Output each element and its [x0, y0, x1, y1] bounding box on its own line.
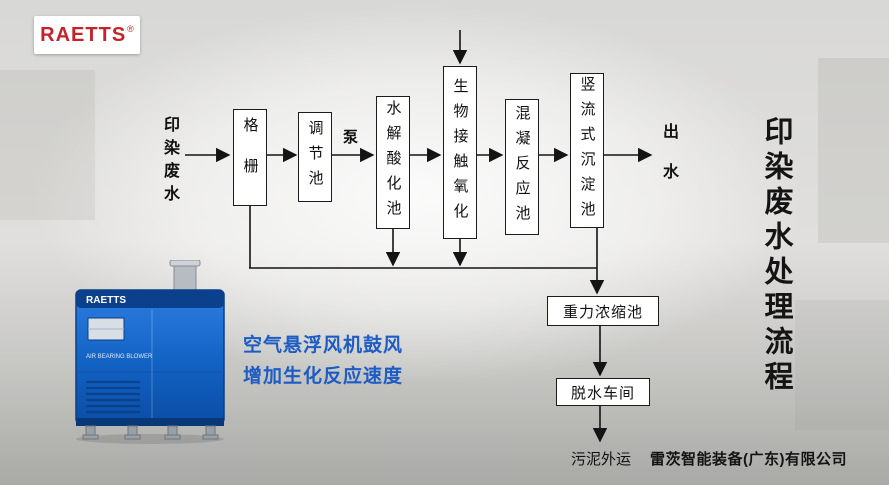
- flow-stage-biological-contact-oxidation: 生物接触氧化: [443, 66, 477, 239]
- main-flow-arrows: [185, 30, 653, 163]
- flow-stage-coagulation-reaction-tank: 混凝反应池: [505, 99, 539, 235]
- background-building-left: [0, 70, 95, 220]
- logo-brand-text: RAETTS: [40, 23, 127, 46]
- background-building-right: [818, 58, 889, 243]
- machine-duct: [173, 263, 197, 293]
- machine-feet: [82, 425, 219, 440]
- blower-caption: 空气悬浮风机鼓风 增加生化反应速度: [243, 330, 403, 392]
- flow-stage-grille: 格栅: [233, 109, 267, 206]
- background-building-right-lower: [795, 300, 889, 430]
- blower-caption-line2: 增加生化反应速度: [243, 366, 404, 387]
- machine-shadow: [76, 434, 224, 444]
- raetts-logo: RAETTS ®: [34, 16, 140, 54]
- machine-subtitle-text: AIR BEARING BLOWER: [86, 354, 153, 360]
- blower-caption-line1: 空气悬浮风机鼓风: [243, 335, 404, 356]
- outlet-label: 出水: [660, 123, 677, 203]
- inlet-label: 印染废水: [161, 116, 178, 208]
- sludge-out-label: 污泥外运: [570, 451, 631, 468]
- page-title: 印染废水处理流程: [760, 116, 792, 396]
- machine-base: [76, 418, 224, 426]
- machine-brand-text: RAETTS: [86, 295, 126, 306]
- logo-registered-mark: ®: [127, 24, 134, 34]
- flow-stage-vertical-flow-sedimentation-tank: 竖流式沉淀池: [570, 73, 604, 228]
- company-name: 雷茨智能装备(广东)有限公司: [650, 451, 847, 468]
- pump-label: 泵: [343, 129, 359, 146]
- flow-stage-hydrolysis-acidification-tank: 水解酸化池: [376, 96, 410, 229]
- sludge-line-arrows: [249, 206, 608, 443]
- machine-duct-flange: [169, 260, 201, 267]
- flow-stage-regulating-tank: 调节池: [298, 112, 332, 202]
- box-gravity-thickening-tank: 重力浓缩池: [547, 296, 659, 326]
- box-dewatering-workshop: 脱水车间: [556, 378, 650, 406]
- blower-machine-image: RAETTS AIR BEARING BLOWER: [75, 260, 225, 444]
- machine-vent-grille: [86, 380, 140, 414]
- machine-top-band: [76, 290, 224, 308]
